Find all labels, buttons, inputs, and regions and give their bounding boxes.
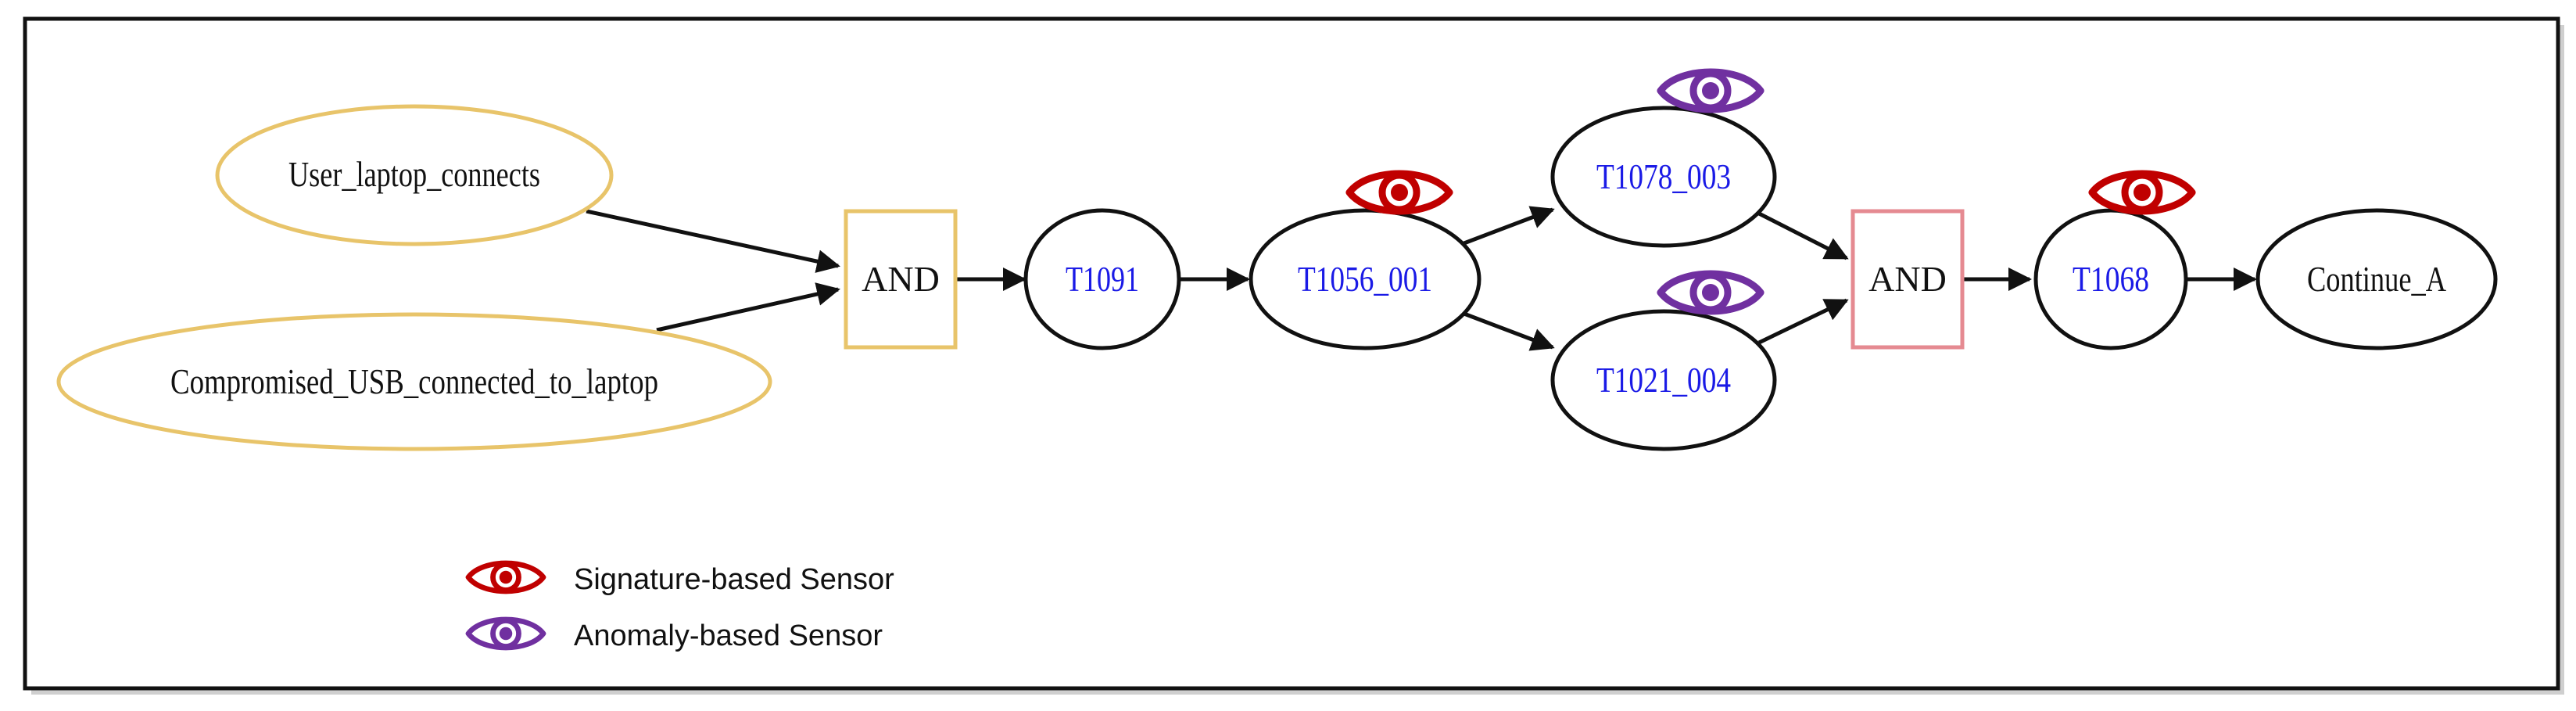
edge-t1056-to-t1021 xyxy=(1461,311,1555,351)
node-continue-label: Continue_A xyxy=(2307,259,2446,299)
legend-signature-label: Signature-based Sensor xyxy=(574,563,894,596)
node-t1056: T1056_001 xyxy=(1249,208,1481,350)
edges xyxy=(586,206,2257,351)
legend-anomaly-label: Anomaly-based Sensor xyxy=(574,619,883,652)
node-continue: Continue_A xyxy=(2255,208,2498,350)
node-user-laptop: User_laptop_connects xyxy=(215,104,614,246)
node-t1068-label: T1068 xyxy=(2073,259,2149,299)
node-and-1-label: AND xyxy=(862,259,940,299)
node-t1068: T1068 xyxy=(2033,208,2188,350)
node-and-1: AND xyxy=(844,209,958,350)
node-t1056-label: T1056_001 xyxy=(1298,259,1432,299)
node-and-2-label: AND xyxy=(1868,259,1947,299)
edge-user-laptop-to-and1 xyxy=(586,209,840,273)
node-user-laptop-label: User_laptop_connects xyxy=(288,154,540,194)
node-t1091-label: T1091 xyxy=(1066,259,1139,299)
node-t1021: T1021_004 xyxy=(1550,309,1777,451)
node-compromised-usb-label: Compromised_USB_connected_to_laptop xyxy=(170,361,658,401)
node-t1021-label: T1021_004 xyxy=(1596,360,1731,400)
edge-t1021-to-and2 xyxy=(1757,298,1849,345)
node-and-2: AND xyxy=(1850,209,1965,350)
node-t1078-label: T1078_003 xyxy=(1596,156,1731,196)
node-compromised-usb: Compromised_USB_connected_to_laptop xyxy=(56,312,772,451)
edge-usb-to-and1 xyxy=(656,282,840,332)
edge-t1056-to-t1078 xyxy=(1461,206,1555,246)
legend: Signature-based Sensor Anomaly-based Sen… xyxy=(468,563,894,652)
node-t1078: T1078_003 xyxy=(1550,106,1777,248)
edge-t1078-to-and2 xyxy=(1757,211,1849,260)
node-t1091: T1091 xyxy=(1023,208,1181,350)
